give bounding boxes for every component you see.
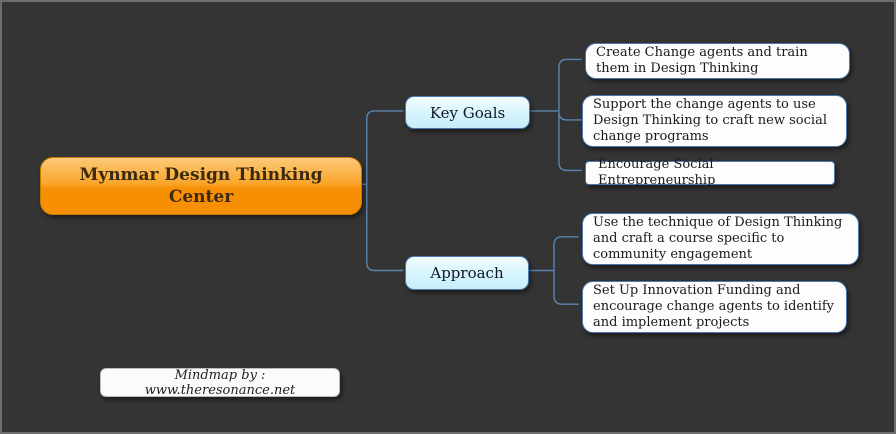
- root-node[interactable]: Mynmar Design Thinking Center: [40, 157, 362, 215]
- credit-label: Mindmap by : www.theresonance.net: [144, 367, 296, 398]
- leaf-label: Encourage Social Entrepreneurship: [598, 157, 716, 188]
- branch-approach-label: Approach: [430, 264, 504, 282]
- connector-keygoals-child3: [558, 112, 582, 172]
- leaf-label: Create Change agents and train them in D…: [596, 45, 808, 76]
- leaf-node-use-design-thinking-course[interactable]: Use the technique of Design Thinking and…: [582, 213, 859, 265]
- connector-root-to-approach: [366, 184, 404, 272]
- connector-keygoals-child2: [558, 110, 582, 121]
- connector-approach-child2: [553, 270, 579, 305]
- leaf-node-innovation-funding[interactable]: Set Up Innovation Funding and encourage …: [582, 281, 847, 333]
- credit-badge: Mindmap by : www.theresonance.net: [100, 367, 340, 398]
- branch-node-key-goals[interactable]: Key Goals: [405, 96, 530, 129]
- connector-root-to-keygoals: [366, 110, 404, 185]
- leaf-label: Support the change agents to use Design …: [593, 97, 827, 144]
- leaf-label: Use the technique of Design Thinking and…: [593, 215, 843, 262]
- leaf-node-support-change-agents[interactable]: Support the change agents to use Design …: [582, 95, 847, 147]
- connector-keygoals-child1: [558, 58, 582, 111]
- connector-approach-child1: [553, 236, 579, 271]
- branch-key-goals-label: Key Goals: [429, 103, 506, 122]
- leaf-label: Set Up Innovation Funding and encourage …: [593, 283, 835, 330]
- leaf-node-encourage-social-entrepreneurship[interactable]: Encourage Social Entrepreneurship: [585, 157, 835, 188]
- root-node-label: Mynmar Design Thinking Center: [79, 165, 323, 207]
- leaf-node-create-change-agents[interactable]: Create Change agents and train them in D…: [585, 43, 850, 79]
- branch-node-approach[interactable]: Approach: [405, 256, 529, 290]
